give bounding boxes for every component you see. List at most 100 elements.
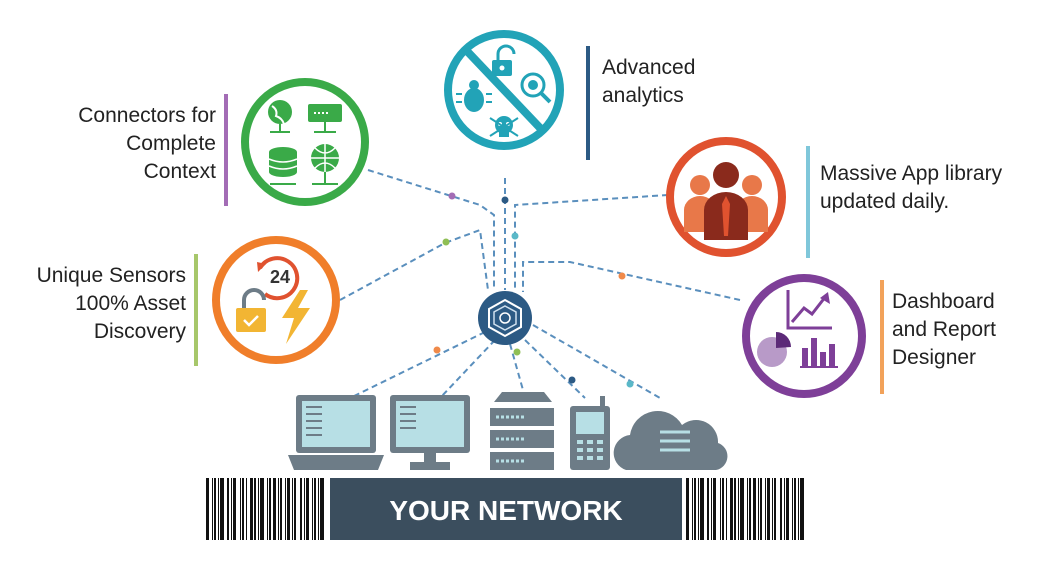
barcode-stripe <box>726 478 727 540</box>
bar-analytics <box>586 46 590 160</box>
barcode-left <box>206 478 324 540</box>
barcode-stripe <box>260 478 264 540</box>
lightning-icon <box>282 290 310 344</box>
label-sensors: Unique Sensors 100% Asset Discovery <box>37 262 186 346</box>
barcode-stripe <box>700 478 704 540</box>
line-sensors <box>339 228 489 301</box>
unlocked-padlock-icon <box>236 288 266 332</box>
hub-logo-icon <box>478 291 532 345</box>
analytics-circle <box>444 30 564 150</box>
bar-chart-icon <box>800 338 838 368</box>
barcode-stripe <box>734 478 736 540</box>
barcode-stripe <box>753 478 756 540</box>
label-sensors-line2: 100% Asset <box>75 292 186 315</box>
line-cloud <box>532 324 661 399</box>
bar-connectors <box>224 94 228 206</box>
label-connectors-line2: Complete <box>126 132 216 155</box>
barcode-stripe <box>212 478 213 540</box>
padlock-icon <box>492 44 516 76</box>
barcode-stripe <box>287 478 290 540</box>
dashboard-circle <box>742 274 866 398</box>
line-connectors <box>367 169 495 290</box>
barcode-stripe <box>692 478 693 540</box>
network-globe-icon <box>311 144 339 185</box>
barcode-stripe <box>250 478 253 540</box>
barcode-stripe <box>784 478 785 540</box>
line-phone <box>524 339 586 399</box>
banner-title: YOUR NETWORK <box>389 495 622 526</box>
barcode-stripe <box>278 478 279 540</box>
barcode-stripe <box>780 478 782 540</box>
line-applibrary <box>514 194 669 290</box>
barcode-stripe <box>758 478 759 540</box>
label-dashboard-line2: and Report <box>892 318 996 341</box>
barcode-stripe <box>786 478 789 540</box>
barcode-stripe <box>258 478 259 540</box>
barcode-stripe <box>686 478 689 540</box>
barcode-stripe <box>312 478 313 540</box>
database-icon <box>268 147 298 185</box>
barcode-stripe <box>711 478 712 540</box>
label-app-library-line1: Massive App library <box>820 162 1003 185</box>
barcode-stripe <box>314 478 316 540</box>
barcode-stripe <box>800 478 804 540</box>
barcode-stripe <box>220 478 224 540</box>
pie-chart-icon <box>757 332 791 367</box>
magnifier-bug-icon <box>520 72 552 104</box>
mobile-phone-icon <box>570 396 610 470</box>
label-analytics-line1: Advanced <box>602 56 696 79</box>
barcode-stripe <box>206 478 209 540</box>
barcode-stripe <box>320 478 324 540</box>
barcode-stripe <box>747 478 748 540</box>
barcode-stripe <box>254 478 256 540</box>
line-server <box>509 343 524 391</box>
barcode-stripe <box>227 478 229 540</box>
label-sensors-line1: Unique Sensors <box>36 264 186 287</box>
network-banner <box>330 478 682 540</box>
barcode-stripe <box>720 478 721 540</box>
line-chart-icon <box>786 290 832 330</box>
server-rack-icon <box>308 104 342 133</box>
barcode-stripe <box>242 478 244 540</box>
barcode-stripe <box>767 478 770 540</box>
barcode-stripe <box>292 478 293 540</box>
barcode-stripe <box>318 478 319 540</box>
barcode-stripe <box>707 478 709 540</box>
bar-app-library <box>806 146 810 258</box>
label-app-library: Massive App library updated daily. <box>820 160 1002 216</box>
barcode-stripe <box>294 478 296 540</box>
clock-24-icon: 24 <box>257 256 300 301</box>
barcode-stripe <box>285 478 286 540</box>
barcode-stripe <box>306 478 309 540</box>
label-dashboard-line1: Dashboard <box>892 290 995 313</box>
barcode-stripe <box>218 478 219 540</box>
barcode-stripe <box>694 478 696 540</box>
barcode-stripe <box>300 478 302 540</box>
sensor-badge-number: 24 <box>270 267 290 287</box>
barcode-stripe <box>738 478 739 540</box>
barcode-stripe <box>214 478 216 540</box>
label-analytics: Advanced analytics <box>602 54 695 110</box>
barcode-stripe <box>792 478 793 540</box>
barcode-stripe <box>798 478 799 540</box>
barcode-stripe <box>273 478 276 540</box>
desktop-monitor-icon <box>390 395 470 470</box>
skull-icon <box>489 116 519 137</box>
line-desktop <box>439 339 496 399</box>
barcode-stripe <box>698 478 699 540</box>
barcode-stripe <box>231 478 232 540</box>
label-dashboard-line3: Designer <box>892 346 977 369</box>
app-library-circle <box>666 137 786 257</box>
laptop-icon <box>288 395 384 470</box>
label-connectors: Connectors for Complete Context <box>78 102 216 186</box>
bar-sensors <box>194 254 198 366</box>
bug-icon <box>456 80 492 112</box>
sensors-circle: 24 <box>212 236 340 364</box>
connectors-circle <box>241 78 369 206</box>
barcode-stripe <box>772 478 773 540</box>
barcode-stripe <box>233 478 236 540</box>
cloud-icon <box>613 410 728 470</box>
label-sensors-line3: Discovery <box>93 320 186 343</box>
barcode-stripe <box>269 478 271 540</box>
